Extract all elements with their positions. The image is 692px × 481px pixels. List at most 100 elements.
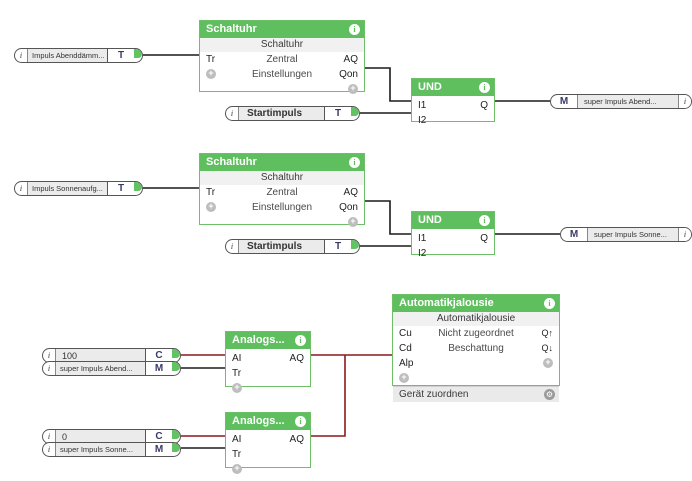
- output-type-tag: M: [561, 228, 588, 241]
- block-header: Analogs... i: [226, 413, 310, 430]
- info-icon[interactable]: i: [295, 335, 306, 346]
- center-label-einstellungen: Einstellungen: [251, 69, 313, 80]
- input-label-i2: I2: [418, 115, 427, 126]
- info-icon[interactable]: i: [479, 215, 490, 226]
- block-und-2[interactable]: UND i I1 Q I2: [411, 211, 495, 259]
- info-icon[interactable]: i: [349, 157, 360, 168]
- block-row: + Einstellungen Qon: [200, 67, 364, 82]
- input-label: Startimpuls: [238, 107, 325, 120]
- memory-type-tag: M: [146, 362, 172, 375]
- block-subtitle: Schaltuhr: [200, 171, 364, 185]
- input-startimpuls-1[interactable]: i Startimpuls T: [225, 106, 360, 121]
- input-label-tr: Tr: [206, 54, 216, 65]
- block-subtitle: Automatikjalousie: [393, 312, 559, 326]
- output-label-qon: Qon: [339, 202, 358, 213]
- assign-device-label: Gerät zuordnen: [399, 389, 469, 400]
- block-title: UND: [418, 81, 442, 93]
- gear-icon[interactable]: ⚙: [544, 389, 555, 400]
- center-label-nicht-zugeordnet: Nicht zugeordnet: [438, 328, 514, 339]
- info-icon[interactable]: i: [230, 109, 234, 118]
- block-row: I1 Q: [412, 231, 494, 246]
- const-value: 100: [55, 349, 146, 362]
- block-row: AI AQ: [226, 432, 310, 447]
- output-pin[interactable]: [351, 107, 359, 116]
- block-header: Analogs... i: [226, 332, 310, 349]
- const-value: 0: [55, 430, 146, 443]
- input-impuls-abenddaemmerung[interactable]: i Impuls Abenddämm... T: [14, 48, 143, 63]
- add-input-icon[interactable]: +: [399, 373, 409, 383]
- info-icon[interactable]: i: [678, 95, 691, 108]
- add-input-icon[interactable]: +: [232, 383, 242, 393]
- input-type-tag: T: [325, 107, 351, 120]
- block-body: AI AQ Tr +: [226, 430, 310, 477]
- const-0[interactable]: i 0 C: [42, 429, 181, 444]
- block-row: Tr Zentral AQ: [200, 52, 364, 67]
- info-icon[interactable]: i: [47, 445, 51, 454]
- output-label-qon: Qon: [339, 69, 358, 80]
- info-icon[interactable]: i: [479, 82, 490, 93]
- block-body: Tr Zentral AQ + Einstellungen Qon +: [200, 52, 364, 97]
- output-pin[interactable]: [134, 49, 142, 58]
- center-label-beschattung: Beschattung: [448, 343, 504, 354]
- output-pin[interactable]: [172, 443, 180, 452]
- memory-super-impuls-abend[interactable]: i super Impuls Abend... M: [42, 361, 181, 376]
- info-icon[interactable]: i: [47, 364, 51, 373]
- output-pin[interactable]: [172, 430, 180, 439]
- block-header: Automatikjalousie i: [393, 295, 559, 312]
- block-row: Tr: [226, 366, 310, 381]
- input-startimpuls-2[interactable]: i Startimpuls T: [225, 239, 360, 254]
- output-label-q: Q: [480, 233, 488, 244]
- output-pin[interactable]: [351, 240, 359, 249]
- input-impuls-sonnenaufgang[interactable]: i Impuls Sonnenaufg... T: [14, 181, 143, 196]
- output-super-impuls-sonne[interactable]: M super Impuls Sonne... i: [560, 227, 692, 242]
- block-row: +: [393, 371, 559, 386]
- output-label-aq: AQ: [289, 434, 304, 445]
- info-icon[interactable]: i: [349, 24, 360, 35]
- output-super-impuls-abend[interactable]: M super Impuls Abend... i: [550, 94, 692, 109]
- info-icon[interactable]: i: [47, 432, 51, 441]
- info-icon[interactable]: i: [19, 51, 23, 60]
- info-icon[interactable]: i: [544, 298, 555, 309]
- output-label: super Impuls Abend...: [578, 95, 678, 108]
- output-label-aq: AQ: [289, 353, 304, 364]
- add-output-icon[interactable]: +: [543, 358, 553, 368]
- block-body: AI AQ Tr +: [226, 349, 310, 396]
- const-100[interactable]: i 100 C: [42, 348, 181, 363]
- block-title: UND: [418, 214, 442, 226]
- output-label-aq: AQ: [343, 54, 358, 65]
- info-icon[interactable]: i: [678, 228, 691, 241]
- input-label: Impuls Abenddämm...: [27, 49, 108, 62]
- input-label-i1: I1: [418, 233, 427, 244]
- block-title: Analogs...: [232, 415, 285, 427]
- assign-device-bar[interactable]: Gerät zuordnen ⚙: [393, 386, 559, 402]
- info-icon[interactable]: i: [295, 416, 306, 427]
- block-schaltuhr-1[interactable]: Schaltuhr i Schaltuhr Tr Zentral AQ + Ei…: [199, 20, 365, 94]
- add-output-icon[interactable]: +: [348, 84, 358, 94]
- add-input-icon[interactable]: +: [206, 69, 216, 79]
- block-row: +: [200, 82, 364, 97]
- output-pin[interactable]: [172, 349, 180, 358]
- output-pin[interactable]: [172, 362, 180, 371]
- block-analogspeicher-2[interactable]: Analogs... i AI AQ Tr +: [225, 412, 311, 474]
- add-output-icon[interactable]: +: [348, 217, 358, 227]
- add-input-icon[interactable]: +: [206, 202, 216, 212]
- block-header: Schaltuhr i: [200, 21, 364, 38]
- output-label-aq: AQ: [343, 187, 358, 198]
- block-body: Cu Nicht zugeordnet Q↑ Cd Beschattung Q↓…: [393, 326, 559, 386]
- info-icon[interactable]: i: [47, 351, 51, 360]
- add-input-icon[interactable]: +: [232, 464, 242, 474]
- info-icon[interactable]: i: [19, 184, 23, 193]
- output-pin[interactable]: [134, 182, 142, 191]
- block-row: I1 Q: [412, 98, 494, 113]
- block-row: Cu Nicht zugeordnet Q↑: [393, 326, 559, 341]
- memory-super-impuls-sonne[interactable]: i super Impuls Sonne... M: [42, 442, 181, 457]
- block-automatikjalousie[interactable]: Automatikjalousie i Automatikjalousie Cu…: [392, 294, 560, 402]
- block-header: UND i: [412, 212, 494, 229]
- block-und-1[interactable]: UND i I1 Q I2: [411, 78, 495, 126]
- info-icon[interactable]: i: [230, 242, 234, 251]
- block-row: +: [226, 381, 310, 396]
- input-label: Startimpuls: [238, 240, 325, 253]
- block-schaltuhr-2[interactable]: Schaltuhr i Schaltuhr Tr Zentral AQ + Ei…: [199, 153, 365, 227]
- block-analogspeicher-1[interactable]: Analogs... i AI AQ Tr +: [225, 331, 311, 393]
